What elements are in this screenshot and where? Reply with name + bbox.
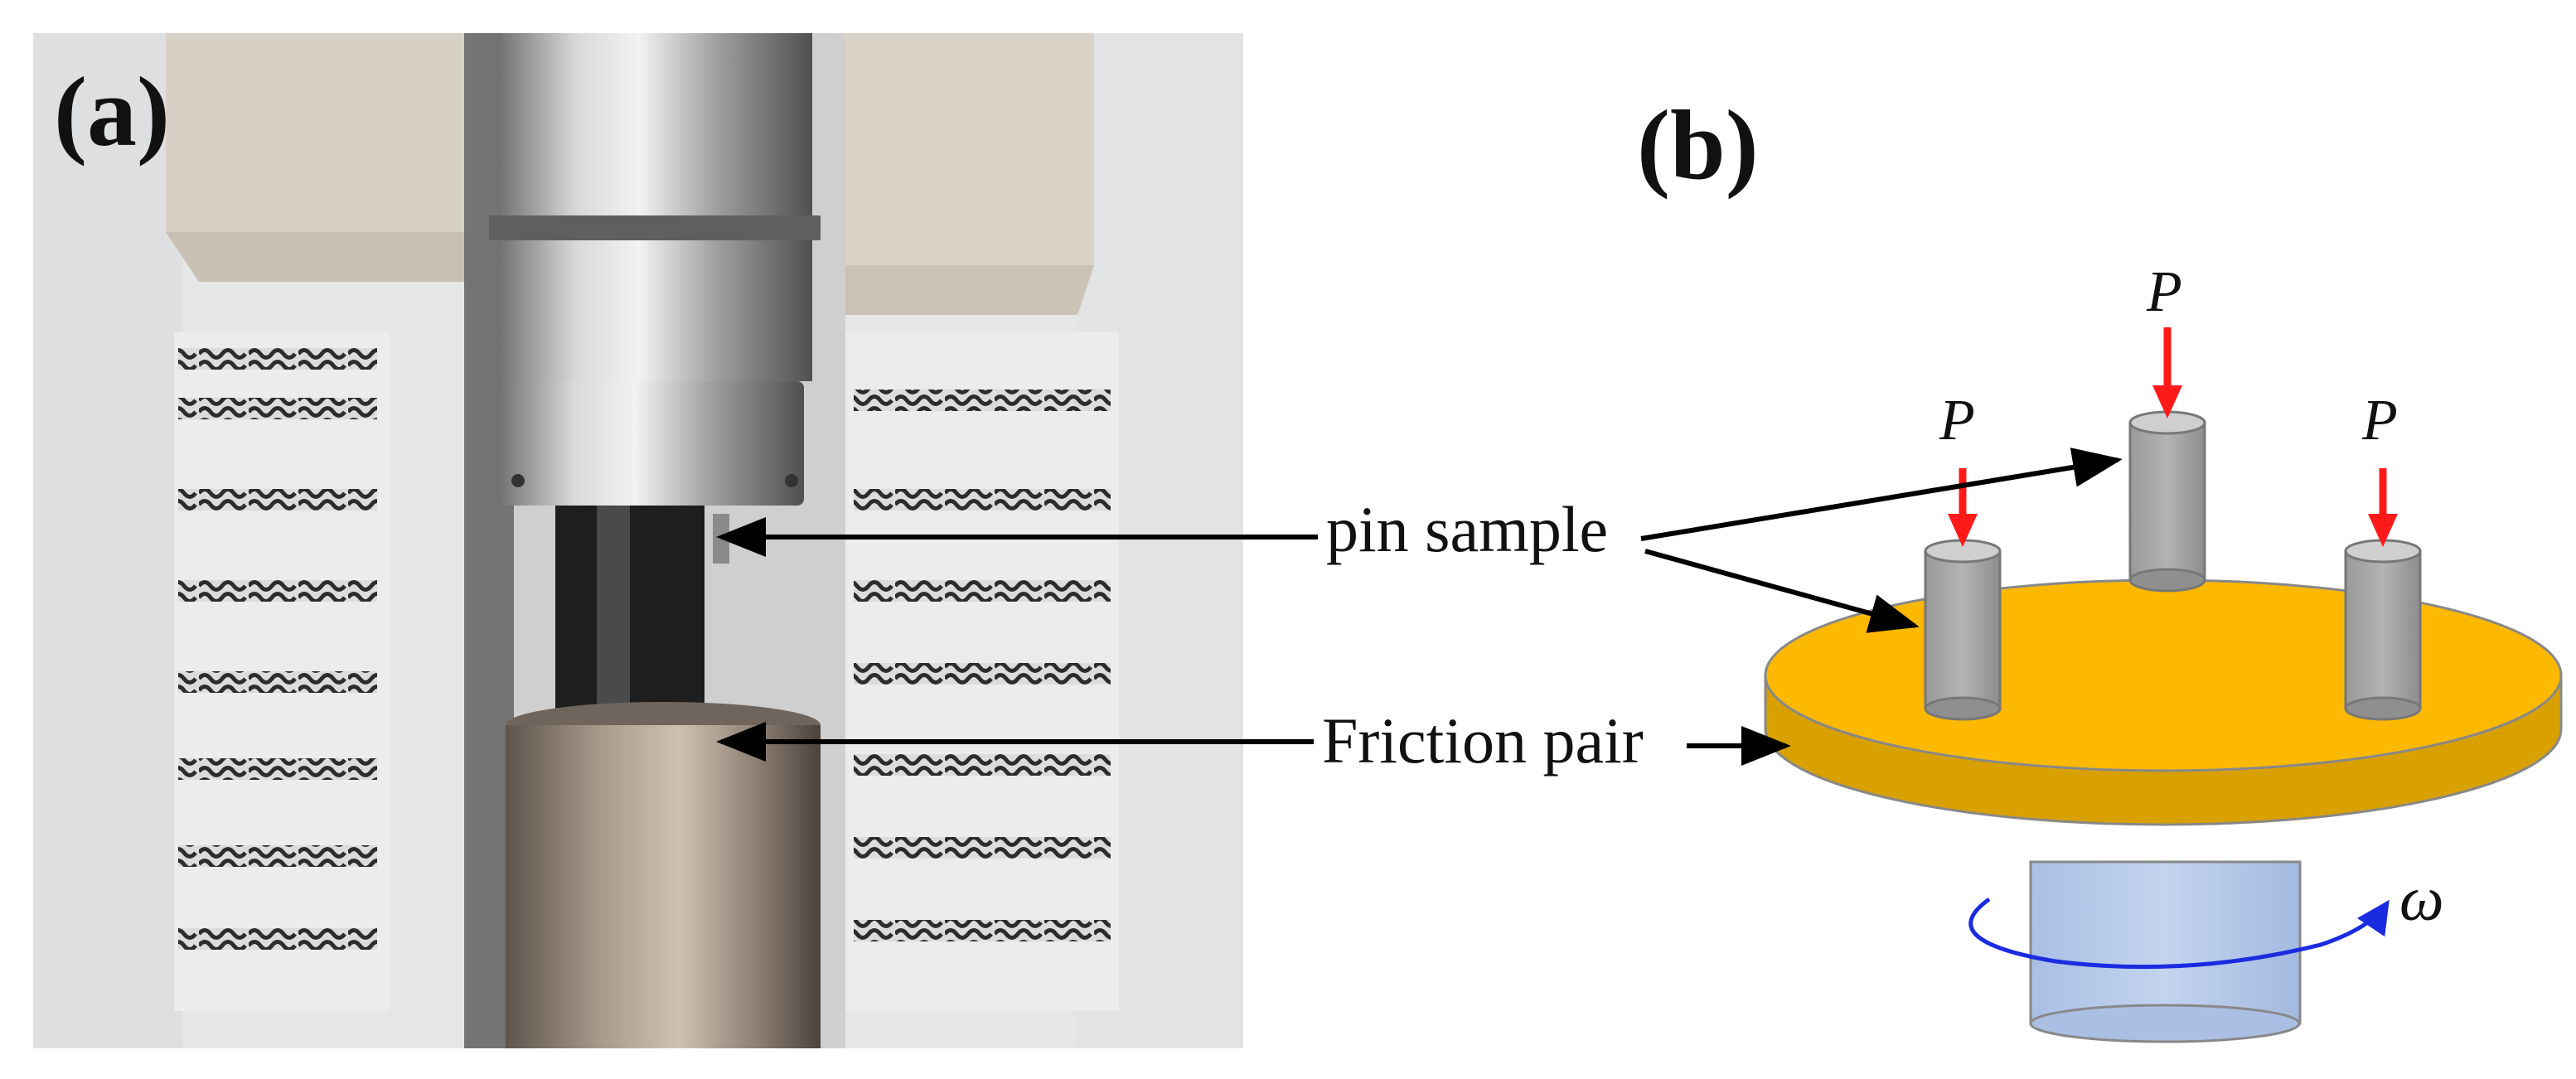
pin-sample-left bbox=[1924, 539, 2002, 721]
insulation-block-top-left bbox=[166, 33, 464, 232]
pin-sample-label: pin sample bbox=[1326, 493, 1608, 565]
load-arrow-left bbox=[1948, 468, 1978, 547]
furnace-left-wall bbox=[33, 33, 182, 1048]
pin-holder bbox=[497, 381, 804, 506]
push-rod-highlight bbox=[597, 506, 630, 713]
heating-coil-right bbox=[845, 331, 1119, 1011]
holder-screw bbox=[785, 474, 798, 487]
pin-sample-arrow-to-left-pin bbox=[1644, 549, 1920, 633]
holder-screw bbox=[511, 474, 525, 487]
load-arrow-right bbox=[2368, 468, 2398, 547]
drive-shaft-bottom bbox=[2029, 1004, 2301, 1043]
friction-pair-label: Friction pair bbox=[1322, 704, 1644, 777]
load-symbol-back: P bbox=[2146, 260, 2182, 324]
drive-shaft bbox=[2029, 860, 2302, 1025]
upper-spindle bbox=[497, 33, 812, 381]
insulation-block-top-right bbox=[812, 33, 1094, 265]
pin-sample-back bbox=[2128, 410, 2206, 593]
load-symbol-right: P bbox=[2361, 389, 2398, 452]
heating-coil-left bbox=[174, 331, 390, 1011]
rotation-symbol: ω bbox=[2399, 864, 2444, 934]
load-arrow-back bbox=[2152, 327, 2182, 419]
panel-b-label: (b) bbox=[1637, 90, 1759, 200]
pin-sample-right bbox=[2344, 539, 2422, 721]
panel-a-label: (a) bbox=[54, 56, 170, 167]
spindle-collar bbox=[489, 215, 821, 240]
friction-disk-body bbox=[506, 725, 821, 1048]
disk-top bbox=[1764, 578, 2563, 772]
photo-panel bbox=[33, 33, 1243, 1048]
insulation-edge-left bbox=[166, 232, 497, 282]
rotation-arrow bbox=[1968, 897, 2390, 970]
pin-sample-arrow-to-back-pin bbox=[1640, 448, 2123, 541]
schematic-panel: P P P ω bbox=[1764, 260, 2563, 1043]
load-symbol-left: P bbox=[1939, 389, 1975, 452]
insulation-edge-right bbox=[796, 265, 1094, 315]
